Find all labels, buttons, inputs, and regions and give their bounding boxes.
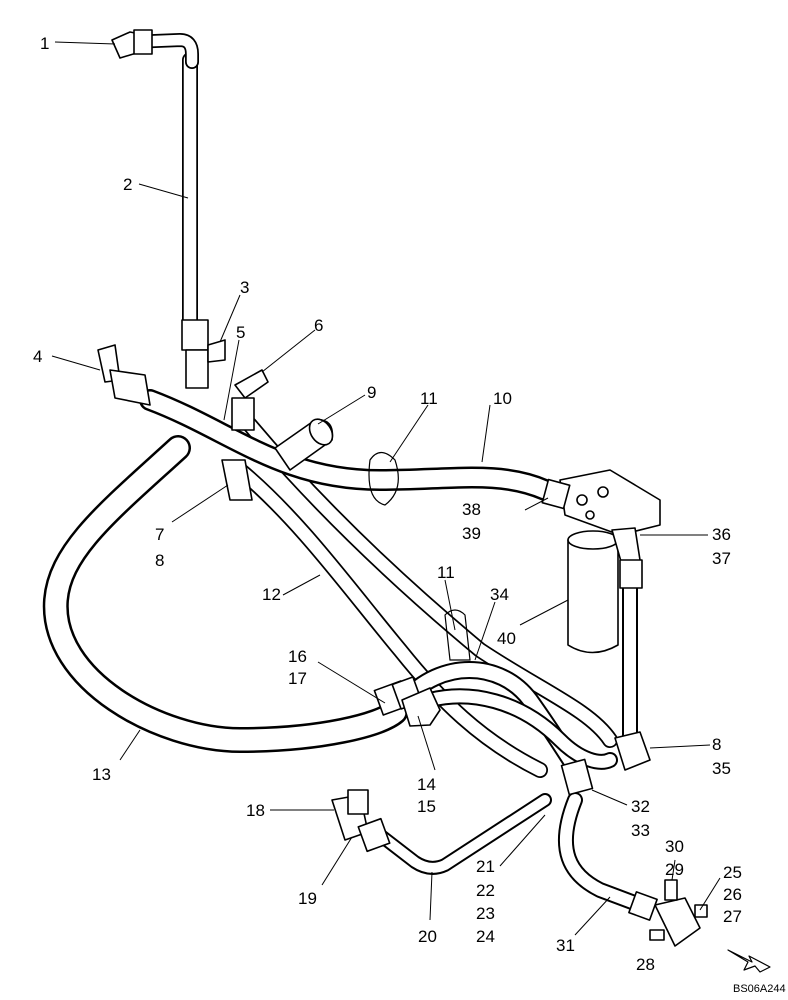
hose-13 <box>42 435 408 753</box>
callout-15: 15 <box>417 797 436 816</box>
callout-25: 25 <box>723 863 742 882</box>
callout-24: 24 <box>476 927 495 946</box>
callout-33: 33 <box>631 821 650 840</box>
fitting-32 <box>560 758 594 796</box>
callout-34: 34 <box>490 585 509 604</box>
callout-16: 16 <box>288 647 307 666</box>
callout-32: 32 <box>631 797 650 816</box>
callout-20: 20 <box>418 927 437 946</box>
arrow-down-right-icon <box>727 949 771 973</box>
callout-21: 21 <box>476 857 495 876</box>
callout-36: 36 <box>712 525 731 544</box>
filter-40 <box>567 530 619 654</box>
cross-tube-9 <box>274 418 334 471</box>
callout-39: 39 <box>462 524 481 543</box>
callout-8-right: 8 <box>712 735 721 754</box>
callout-7: 7 <box>155 525 164 544</box>
clamp-11 <box>368 451 471 661</box>
drawing-code: BS06A244 <box>733 983 786 995</box>
callout-28: 28 <box>636 955 655 974</box>
hose-2 <box>123 33 199 333</box>
fitting-4 <box>97 344 151 406</box>
fitting-36 <box>611 527 643 589</box>
block-28 <box>628 879 708 947</box>
callout-27: 27 <box>723 907 742 926</box>
fitting-6 <box>231 369 269 431</box>
callout-14: 14 <box>417 775 436 794</box>
callout-37: 37 <box>712 549 731 568</box>
callout-11-mid: 11 <box>437 563 455 582</box>
leader-lines <box>51 41 721 936</box>
callout-6: 6 <box>314 316 323 335</box>
callout-2: 2 <box>123 175 132 194</box>
callout-18: 18 <box>246 801 265 820</box>
callout-3: 3 <box>240 278 249 297</box>
hose-12 <box>232 462 548 778</box>
callout-8-top: 8 <box>155 551 164 570</box>
callout-5: 5 <box>236 323 245 342</box>
callout-30: 30 <box>665 837 684 856</box>
hose-10 <box>139 389 556 501</box>
callout-1: 1 <box>40 34 49 53</box>
callout-23: 23 <box>476 904 495 923</box>
callout-10: 10 <box>493 389 512 408</box>
callout-38: 38 <box>462 500 481 519</box>
callout-17: 17 <box>288 669 307 688</box>
callout-4: 4 <box>33 347 42 366</box>
fitting-3 <box>181 319 226 389</box>
hose-20 <box>373 793 552 875</box>
clamp-7 <box>221 459 253 501</box>
callout-22: 22 <box>476 881 495 900</box>
callout-labels: 1 2 3 4 5 6 7 8 9 11 10 12 11 34 16 17 1… <box>33 34 742 974</box>
fitting-14 <box>401 687 441 727</box>
fitting-1 <box>111 29 153 59</box>
callout-13: 13 <box>92 765 111 784</box>
callout-35: 35 <box>712 759 731 778</box>
fitting-35 <box>614 731 651 771</box>
valve-19 <box>331 789 391 853</box>
filter-head <box>559 469 661 536</box>
callout-29: 29 <box>665 860 684 879</box>
callout-12: 12 <box>262 585 281 604</box>
callout-9: 9 <box>367 383 376 402</box>
hose-34 <box>242 417 618 748</box>
callout-11-top: 11 <box>420 389 438 408</box>
hose-31 <box>558 792 648 913</box>
callout-40: 40 <box>497 629 516 648</box>
hose-center-loop <box>396 661 618 784</box>
fitting-38 <box>541 478 571 510</box>
callout-19: 19 <box>298 889 317 908</box>
callout-26: 26 <box>723 885 742 904</box>
callout-31: 31 <box>556 936 575 955</box>
